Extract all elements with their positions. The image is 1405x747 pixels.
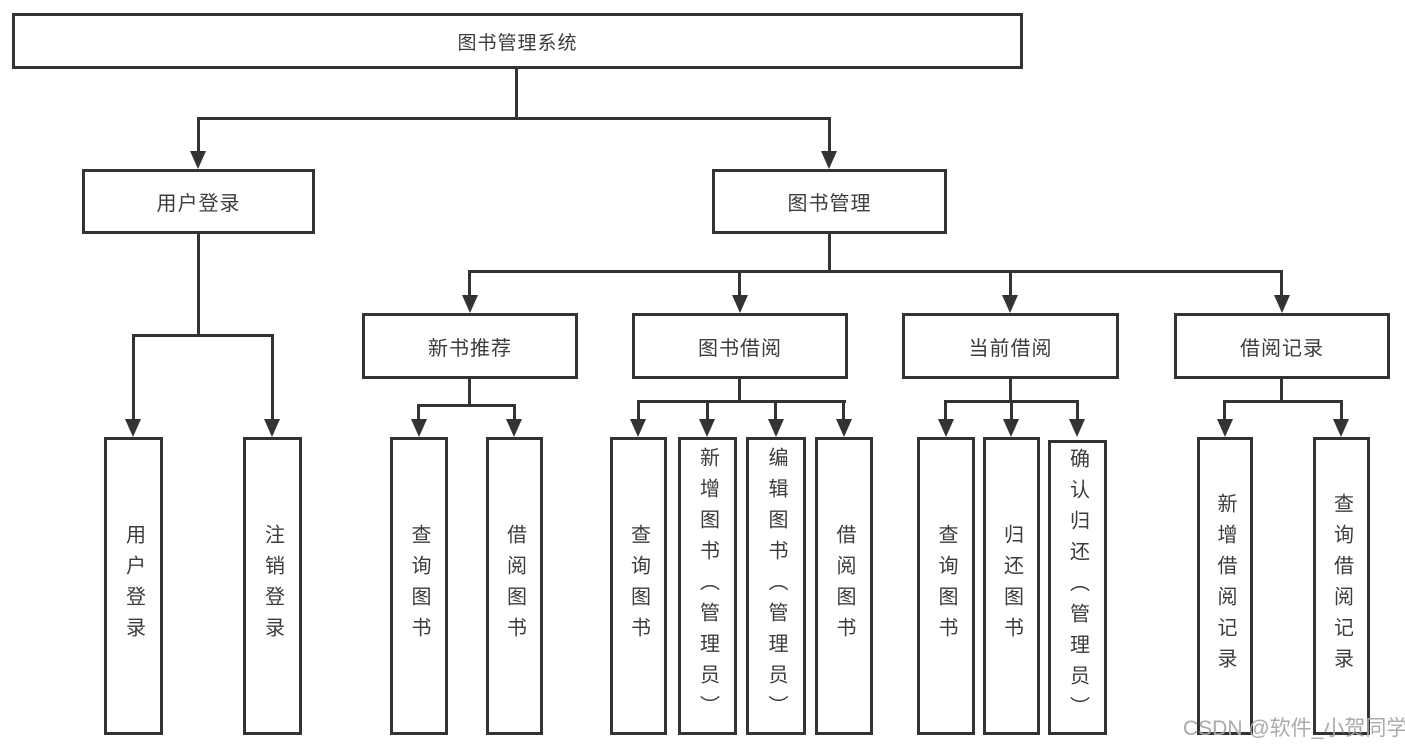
connector-line — [1009, 270, 1012, 295]
node-new-book-recommend: 新书推荐 — [362, 313, 578, 379]
connector-line — [706, 400, 709, 419]
leaf-borrow-books-recommend: 借阅图书 — [486, 437, 543, 735]
leaf-edit-books-admin: 编辑图书（管理员） — [746, 437, 806, 735]
connector-line — [132, 334, 273, 337]
connector-line — [828, 234, 831, 271]
connector-line — [513, 404, 516, 419]
connector-line — [468, 379, 471, 405]
node-book-borrow: 图书借阅 — [632, 313, 848, 379]
connector-line — [1223, 400, 1343, 403]
connector-line — [738, 270, 741, 295]
connector-line — [1010, 400, 1013, 419]
connector-line — [271, 334, 274, 419]
leaf-label: 新增借阅记录 — [1214, 493, 1236, 679]
connector-line — [1280, 270, 1283, 295]
node-user-login: 用户登录 — [82, 169, 315, 234]
connector-line — [828, 117, 831, 151]
connector-line — [1340, 400, 1343, 419]
leaf-label: 查询图书 — [408, 524, 430, 648]
node-current-borrow: 当前借阅 — [902, 313, 1119, 379]
arrow-down-icon — [190, 151, 206, 169]
node-borrow-records: 借阅记录 — [1174, 313, 1390, 379]
connector-line — [774, 400, 777, 419]
arrow-down-icon — [506, 419, 522, 437]
connector-line — [197, 117, 200, 151]
arrow-down-icon — [938, 419, 954, 437]
connector-line — [738, 379, 741, 401]
connector-line — [132, 334, 135, 419]
arrow-down-icon — [1217, 419, 1233, 437]
connector-line — [1280, 379, 1283, 401]
leaf-query-books-recommend: 查询图书 — [390, 437, 448, 735]
leaf-label: 借阅图书 — [503, 524, 526, 648]
connector-line — [197, 234, 200, 335]
arrow-down-icon — [1002, 295, 1018, 313]
leaf-label: 归还图书 — [1000, 524, 1023, 648]
leaf-label: 查询图书 — [935, 524, 957, 648]
leaf-label: 编辑图书（管理员） — [765, 446, 787, 726]
arrow-down-icon — [1003, 419, 1019, 437]
arrow-down-icon — [836, 419, 852, 437]
arrow-down-icon — [462, 295, 478, 313]
leaf-query-books: 查询图书 — [610, 437, 667, 735]
connector-line — [637, 400, 846, 403]
connector-line — [417, 404, 516, 407]
arrow-down-icon — [1069, 419, 1085, 437]
connector-line — [944, 400, 947, 419]
leaf-label: 查询图书 — [627, 524, 650, 648]
connector-line — [468, 270, 471, 295]
leaf-add-borrow-record: 新增借阅记录 — [1197, 437, 1253, 735]
connector-line — [1223, 400, 1226, 419]
arrow-down-icon — [264, 419, 280, 437]
leaf-query-books-current: 查询图书 — [917, 437, 975, 735]
csdn-watermark: CSDN @软件_小贺同学 — [1183, 717, 1405, 740]
leaf-return-books: 归还图书 — [983, 437, 1040, 735]
leaf-label: 用户登录 — [122, 524, 145, 648]
connector-line — [468, 270, 1281, 273]
leaf-label: 注销登录 — [261, 524, 284, 648]
connector-line — [417, 404, 420, 419]
connector-line — [197, 117, 831, 120]
leaf-logout: 注销登录 — [243, 437, 302, 735]
leaf-confirm-return-admin: 确认归还（管理员） — [1048, 440, 1107, 735]
connector-line — [637, 400, 640, 419]
leaf-label: 新增图书（管理员） — [696, 446, 719, 726]
arrow-down-icon — [821, 151, 837, 169]
node-book-management: 图书管理 — [712, 169, 947, 234]
connector-line — [515, 68, 518, 118]
arrow-down-icon — [411, 419, 427, 437]
arrow-down-icon — [732, 295, 748, 313]
connector-line — [842, 400, 845, 419]
arrow-down-icon — [125, 419, 141, 437]
leaf-borrow-books: 借阅图书 — [815, 437, 873, 735]
arrow-down-icon — [1333, 419, 1349, 437]
leaf-add-books-admin: 新增图书（管理员） — [678, 437, 737, 735]
leaf-user-login: 用户登录 — [104, 437, 163, 735]
leaf-label: 确认归还（管理员） — [1066, 448, 1089, 727]
arrow-down-icon — [768, 419, 784, 437]
node-root: 图书管理系统 — [12, 13, 1023, 69]
leaf-label: 查询借阅记录 — [1330, 493, 1353, 679]
connector-line — [1009, 379, 1012, 401]
leaf-query-borrow-record: 查询借阅记录 — [1313, 437, 1370, 735]
arrow-down-icon — [1274, 295, 1290, 313]
arrow-down-icon — [630, 419, 646, 437]
arrow-down-icon — [699, 419, 715, 437]
connector-line — [1076, 400, 1079, 419]
leaf-label: 借阅图书 — [833, 524, 855, 648]
